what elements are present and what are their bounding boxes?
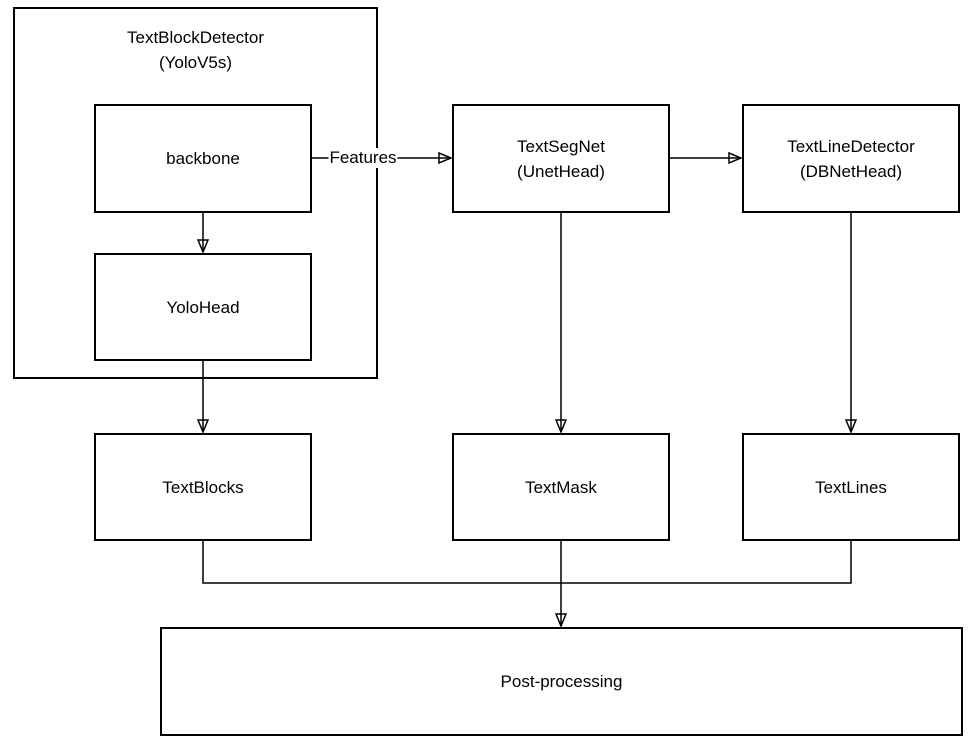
node-backbone: backbone bbox=[94, 104, 312, 213]
node-postprocessing: Post-processing bbox=[160, 627, 963, 736]
edge-label-features: Features bbox=[328, 148, 398, 168]
node-yolohead-label: YoloHead bbox=[166, 297, 240, 317]
node-yolohead: YoloHead bbox=[94, 253, 312, 361]
node-textmask-label: TextMask bbox=[525, 477, 597, 497]
node-textsegnet: TextSegNet (UnetHead) bbox=[452, 104, 670, 213]
connector-textblocks-to-merge bbox=[202, 541, 561, 584]
node-textlinedetector: TextLineDetector (DBNetHead) bbox=[742, 104, 960, 213]
node-textmask: TextMask bbox=[452, 433, 670, 541]
node-textblocks: TextBlocks bbox=[94, 433, 312, 541]
textblockdetector-group-title: TextBlockDetector (YoloV5s) bbox=[15, 25, 376, 75]
textblockdetector-group-box: TextBlockDetector (YoloV5s) bbox=[13, 7, 378, 379]
node-textblocks-label: TextBlocks bbox=[162, 477, 244, 497]
node-textsegnet-label-line1: TextSegNet bbox=[517, 136, 605, 156]
node-textlinedetector-label: TextLineDetector (DBNetHead) bbox=[787, 134, 915, 184]
node-textlinedetector-label-line2: (DBNetHead) bbox=[799, 161, 903, 181]
node-postprocessing-label: Post-processing bbox=[500, 672, 623, 691]
node-textsegnet-label: TextSegNet (UnetHead) bbox=[517, 134, 605, 184]
group-title-line1: TextBlockDetector bbox=[127, 28, 264, 47]
node-backbone-label: backbone bbox=[166, 149, 240, 168]
node-textlines-label: TextLines bbox=[815, 477, 887, 497]
connector-textlines-to-merge bbox=[561, 541, 852, 584]
node-textlines: TextLines bbox=[742, 433, 960, 541]
group-title-line2: (YoloV5s) bbox=[158, 53, 233, 72]
node-textlinedetector-label-line1: TextLineDetector bbox=[787, 136, 915, 156]
node-textsegnet-label-line2: (UnetHead) bbox=[517, 161, 605, 181]
